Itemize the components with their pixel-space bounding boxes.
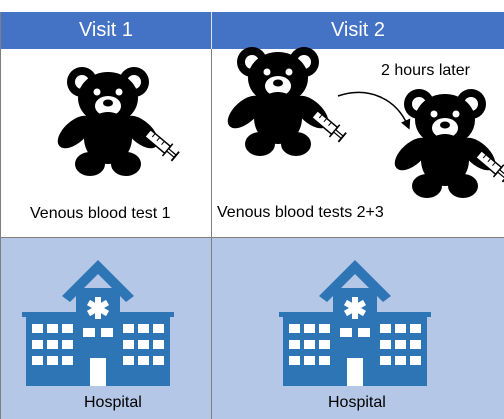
- teddy-bear-icon: [52, 67, 164, 176]
- visit-1-test-label: Venous blood test 1: [30, 205, 171, 222]
- visit-1-location-label: Hospital: [84, 394, 142, 411]
- hospital-icon: [279, 260, 431, 386]
- visit-1-header-label: Visit 1: [78, 19, 134, 41]
- visit-2-test-label: Venous blood tests 2+3: [217, 204, 384, 221]
- teddy-bear-icon: [389, 89, 501, 198]
- time-gap-annotation: 2 hours later: [381, 62, 470, 79]
- visit-2-header-label: Visit 2: [330, 19, 386, 41]
- teddy-bear-icon: [222, 47, 334, 156]
- outer-left-border: [0, 12, 1, 419]
- curved-arrow-icon: [337, 91, 411, 130]
- visit-1-header: Visit 1: [0, 12, 212, 49]
- visit-2-header: Visit 2: [212, 12, 504, 49]
- visit-2-location-label: Hospital: [328, 394, 386, 411]
- header-divider: [211, 12, 212, 49]
- hospital-icon: [22, 260, 174, 386]
